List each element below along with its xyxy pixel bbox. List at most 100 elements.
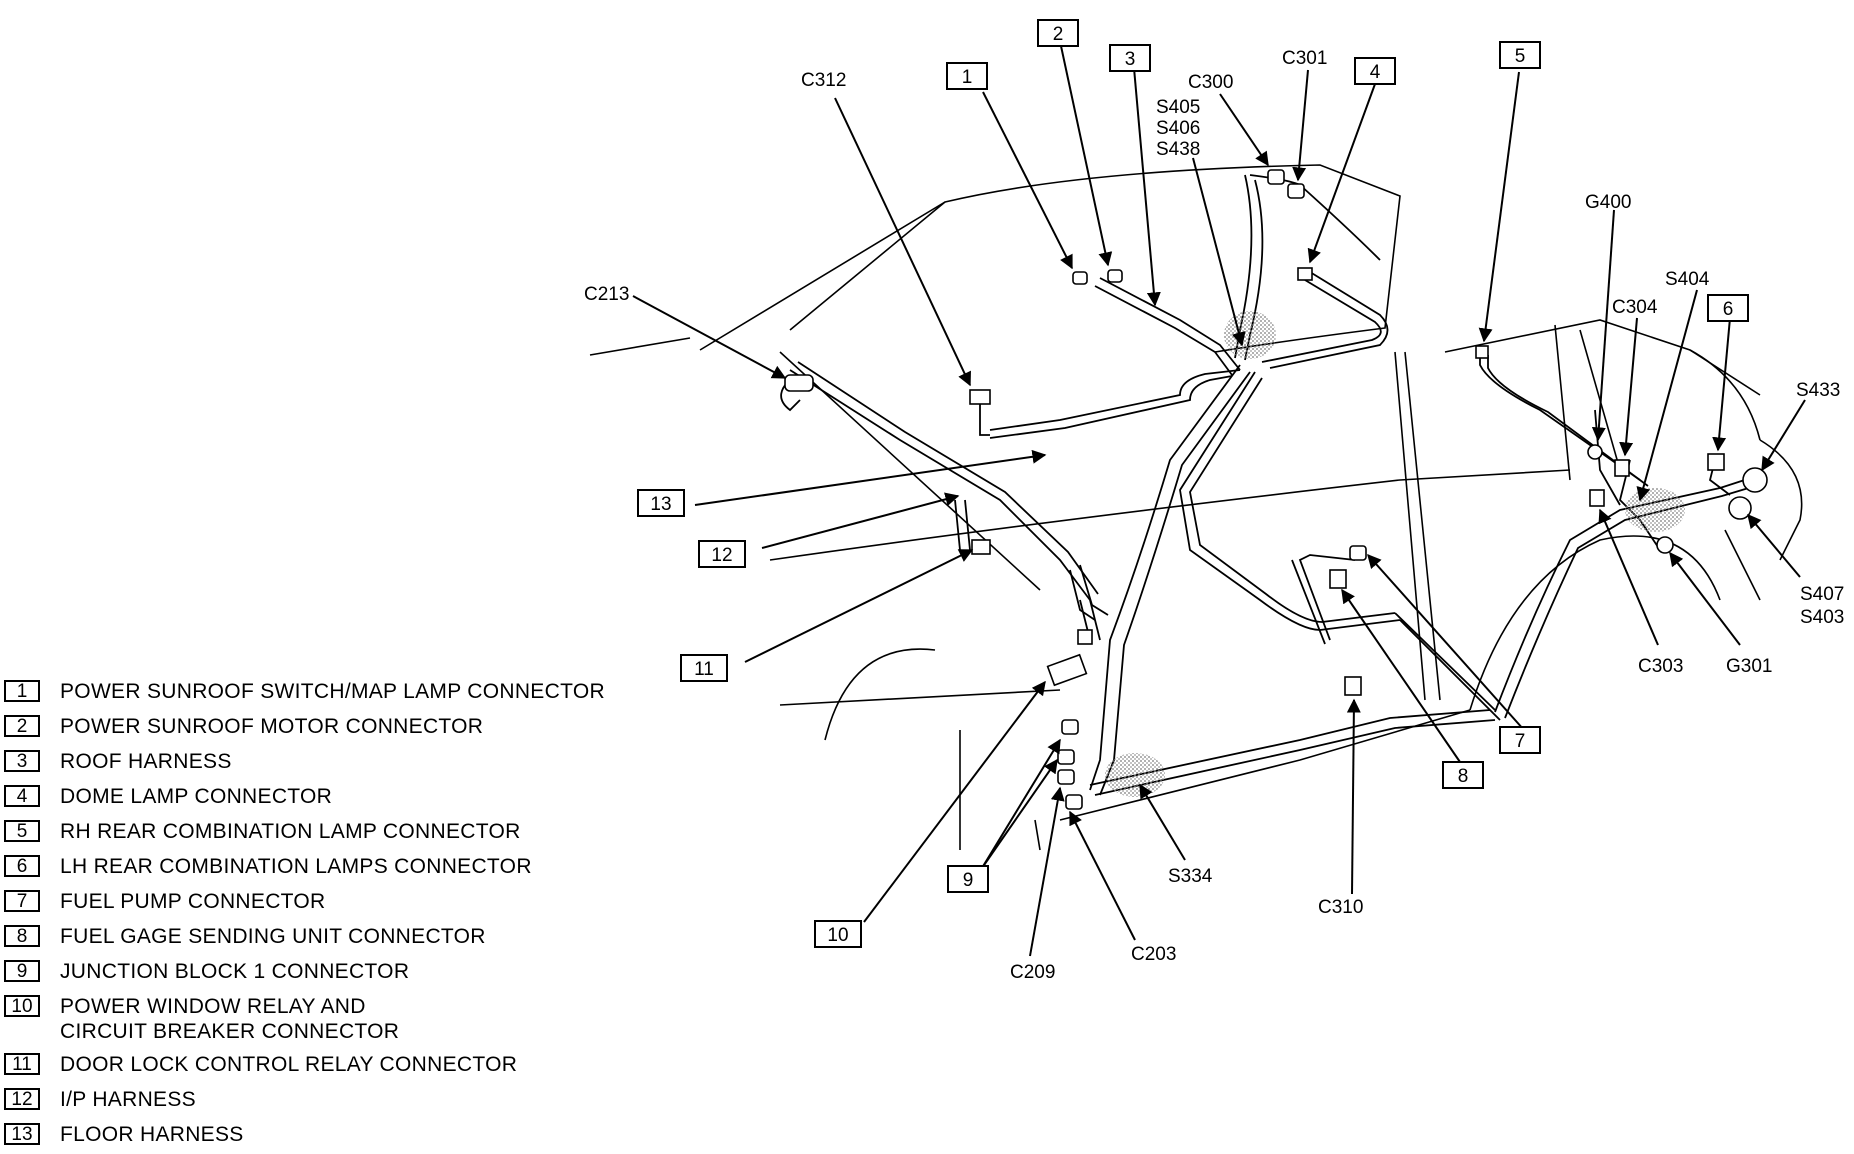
legend-number-box: 12 <box>4 1088 40 1110</box>
label-c301: C301 <box>1282 48 1327 69</box>
connector-c213 <box>784 374 814 392</box>
legend-label: POWER SUNROOF MOTOR CONNECTOR <box>60 715 484 738</box>
legend-item-13: 13 FLOOR HARNESS <box>0 1119 660 1154</box>
connector-1 <box>1072 271 1088 285</box>
connector-g400 <box>1587 444 1603 460</box>
legend-item-5: 5 RH REAR COMBINATION LAMP CONNECTOR <box>0 816 660 851</box>
rear-bumper <box>1759 439 1803 561</box>
label-g301: G301 <box>1726 656 1772 677</box>
legend-number-box: 6 <box>4 855 40 877</box>
svg-text:13: 13 <box>650 494 671 515</box>
connector-10 <box>1046 653 1088 687</box>
callout-5: 5 <box>1499 41 1541 69</box>
connector-c304 <box>1614 459 1630 477</box>
car-body-outline <box>589 164 1803 851</box>
legend-number-box: 3 <box>4 750 40 772</box>
label-c310: C310 <box>1318 897 1363 918</box>
svg-text:11: 11 <box>694 659 714 680</box>
component-labels: C312 C300 C301 S405 S406 S438 C213 G400 … <box>584 48 1844 983</box>
legend-item-1: 1 POWER SUNROOF SWITCH/MAP LAMP CONNECTO… <box>0 676 660 711</box>
legend-label: POWER SUNROOF SWITCH/MAP LAMP CONNECTOR <box>60 680 605 703</box>
front-fender-line <box>779 689 1061 706</box>
legend-number-box: 5 <box>4 820 40 842</box>
legend-item-3: 3 ROOF HARNESS <box>0 746 660 781</box>
connector-s407 <box>1728 496 1752 520</box>
label-s404: S404 <box>1665 269 1710 290</box>
label-g400: G400 <box>1585 192 1631 213</box>
legend-label: JUNCTION BLOCK 1 CONNECTOR <box>60 960 410 983</box>
trunk-line <box>1724 529 1761 601</box>
callout-3: 3 <box>1109 44 1151 72</box>
label-c203: C203 <box>1131 944 1176 965</box>
legend-label: POWER WINDOW RELAY AND CIRCUIT BREAKER C… <box>60 995 400 1043</box>
legend-number-box: 8 <box>4 925 40 947</box>
connector-7 <box>1349 545 1367 561</box>
svg-text:4: 4 <box>1370 62 1381 83</box>
windshield-line <box>699 201 946 351</box>
connector-4 <box>1297 267 1313 281</box>
rear-wheel-arch <box>1469 535 1721 711</box>
legend-label: DOOR LOCK CONTROL RELAY CONNECTOR <box>60 1053 518 1076</box>
label-c312: C312 <box>801 70 846 91</box>
splice-area-roof <box>1224 311 1276 359</box>
connector-c209 <box>1057 769 1075 785</box>
leader-lines <box>632 45 1806 957</box>
connector-c303 <box>1589 489 1605 507</box>
legend-number-box: 1 <box>4 680 40 702</box>
connector-12 <box>971 539 991 555</box>
svg-text:1: 1 <box>962 67 973 88</box>
label-c209: C209 <box>1010 962 1055 983</box>
legend-item-12: 12 I/P HARNESS <box>0 1084 660 1119</box>
label-s405: S405 <box>1156 97 1200 118</box>
lower-front-line <box>1034 819 1041 851</box>
svg-text:10: 10 <box>827 925 848 946</box>
connector-c300 <box>1267 169 1285 185</box>
svg-text:2: 2 <box>1053 24 1064 45</box>
legend-item-2: 2 POWER SUNROOF MOTOR CONNECTOR <box>0 711 660 746</box>
svg-text:3: 3 <box>1125 49 1136 70</box>
callout-12: 12 <box>698 540 746 568</box>
callout-11: 11 <box>680 654 728 682</box>
label-c300: C300 <box>1188 72 1233 93</box>
connectors <box>784 169 1768 810</box>
callout-10: 10 <box>814 920 862 948</box>
door-line-2 <box>1404 351 1441 701</box>
callout-7: 7 <box>1499 726 1541 754</box>
legend: 1 POWER SUNROOF SWITCH/MAP LAMP CONNECTO… <box>0 676 660 1154</box>
label-s406: S406 <box>1156 118 1200 139</box>
legend-label: FLOOR HARNESS <box>60 1123 244 1146</box>
svg-text:7: 7 <box>1515 731 1526 752</box>
legend-label: ROOF HARNESS <box>60 750 232 773</box>
legend-number-box: 4 <box>4 785 40 807</box>
label-s433: S433 <box>1796 380 1840 401</box>
connector-c312 <box>969 389 991 405</box>
svg-text:12: 12 <box>711 545 732 566</box>
legend-number-box: 9 <box>4 960 40 982</box>
label-s438: S438 <box>1156 139 1200 160</box>
connector-6 <box>1707 453 1725 471</box>
connector-c203 <box>1065 794 1083 810</box>
label-c303: C303 <box>1638 656 1683 677</box>
harness-wires <box>780 174 1763 796</box>
connector-5 <box>1475 345 1489 359</box>
legend-number-box: 11 <box>4 1053 40 1075</box>
legend-number-box: 2 <box>4 715 40 737</box>
svg-text:8: 8 <box>1458 766 1469 787</box>
legend-item-10: 10 POWER WINDOW RELAY AND CIRCUIT BREAKE… <box>0 991 660 1049</box>
legend-item-9: 9 JUNCTION BLOCK 1 CONNECTOR <box>0 956 660 991</box>
legend-label: LH REAR COMBINATION LAMPS CONNECTOR <box>60 855 532 878</box>
connector-9b <box>1057 749 1075 765</box>
label-c213: C213 <box>584 284 629 305</box>
legend-item-8: 8 FUEL GAGE SENDING UNIT CONNECTOR <box>0 921 660 956</box>
splice-area-rear <box>1625 488 1685 532</box>
legend-label: FUEL PUMP CONNECTOR <box>60 890 326 913</box>
connector-8 <box>1329 569 1347 589</box>
legend-label: FUEL GAGE SENDING UNIT CONNECTOR <box>60 925 486 948</box>
roof-outline <box>789 164 1401 353</box>
legend-label: RH REAR COMBINATION LAMP CONNECTOR <box>60 820 521 843</box>
label-s403: S403 <box>1800 607 1844 628</box>
legend-item-11: 11 DOOR LOCK CONTROL RELAY CONNECTOR <box>0 1049 660 1084</box>
splice-shading <box>1105 311 1685 797</box>
